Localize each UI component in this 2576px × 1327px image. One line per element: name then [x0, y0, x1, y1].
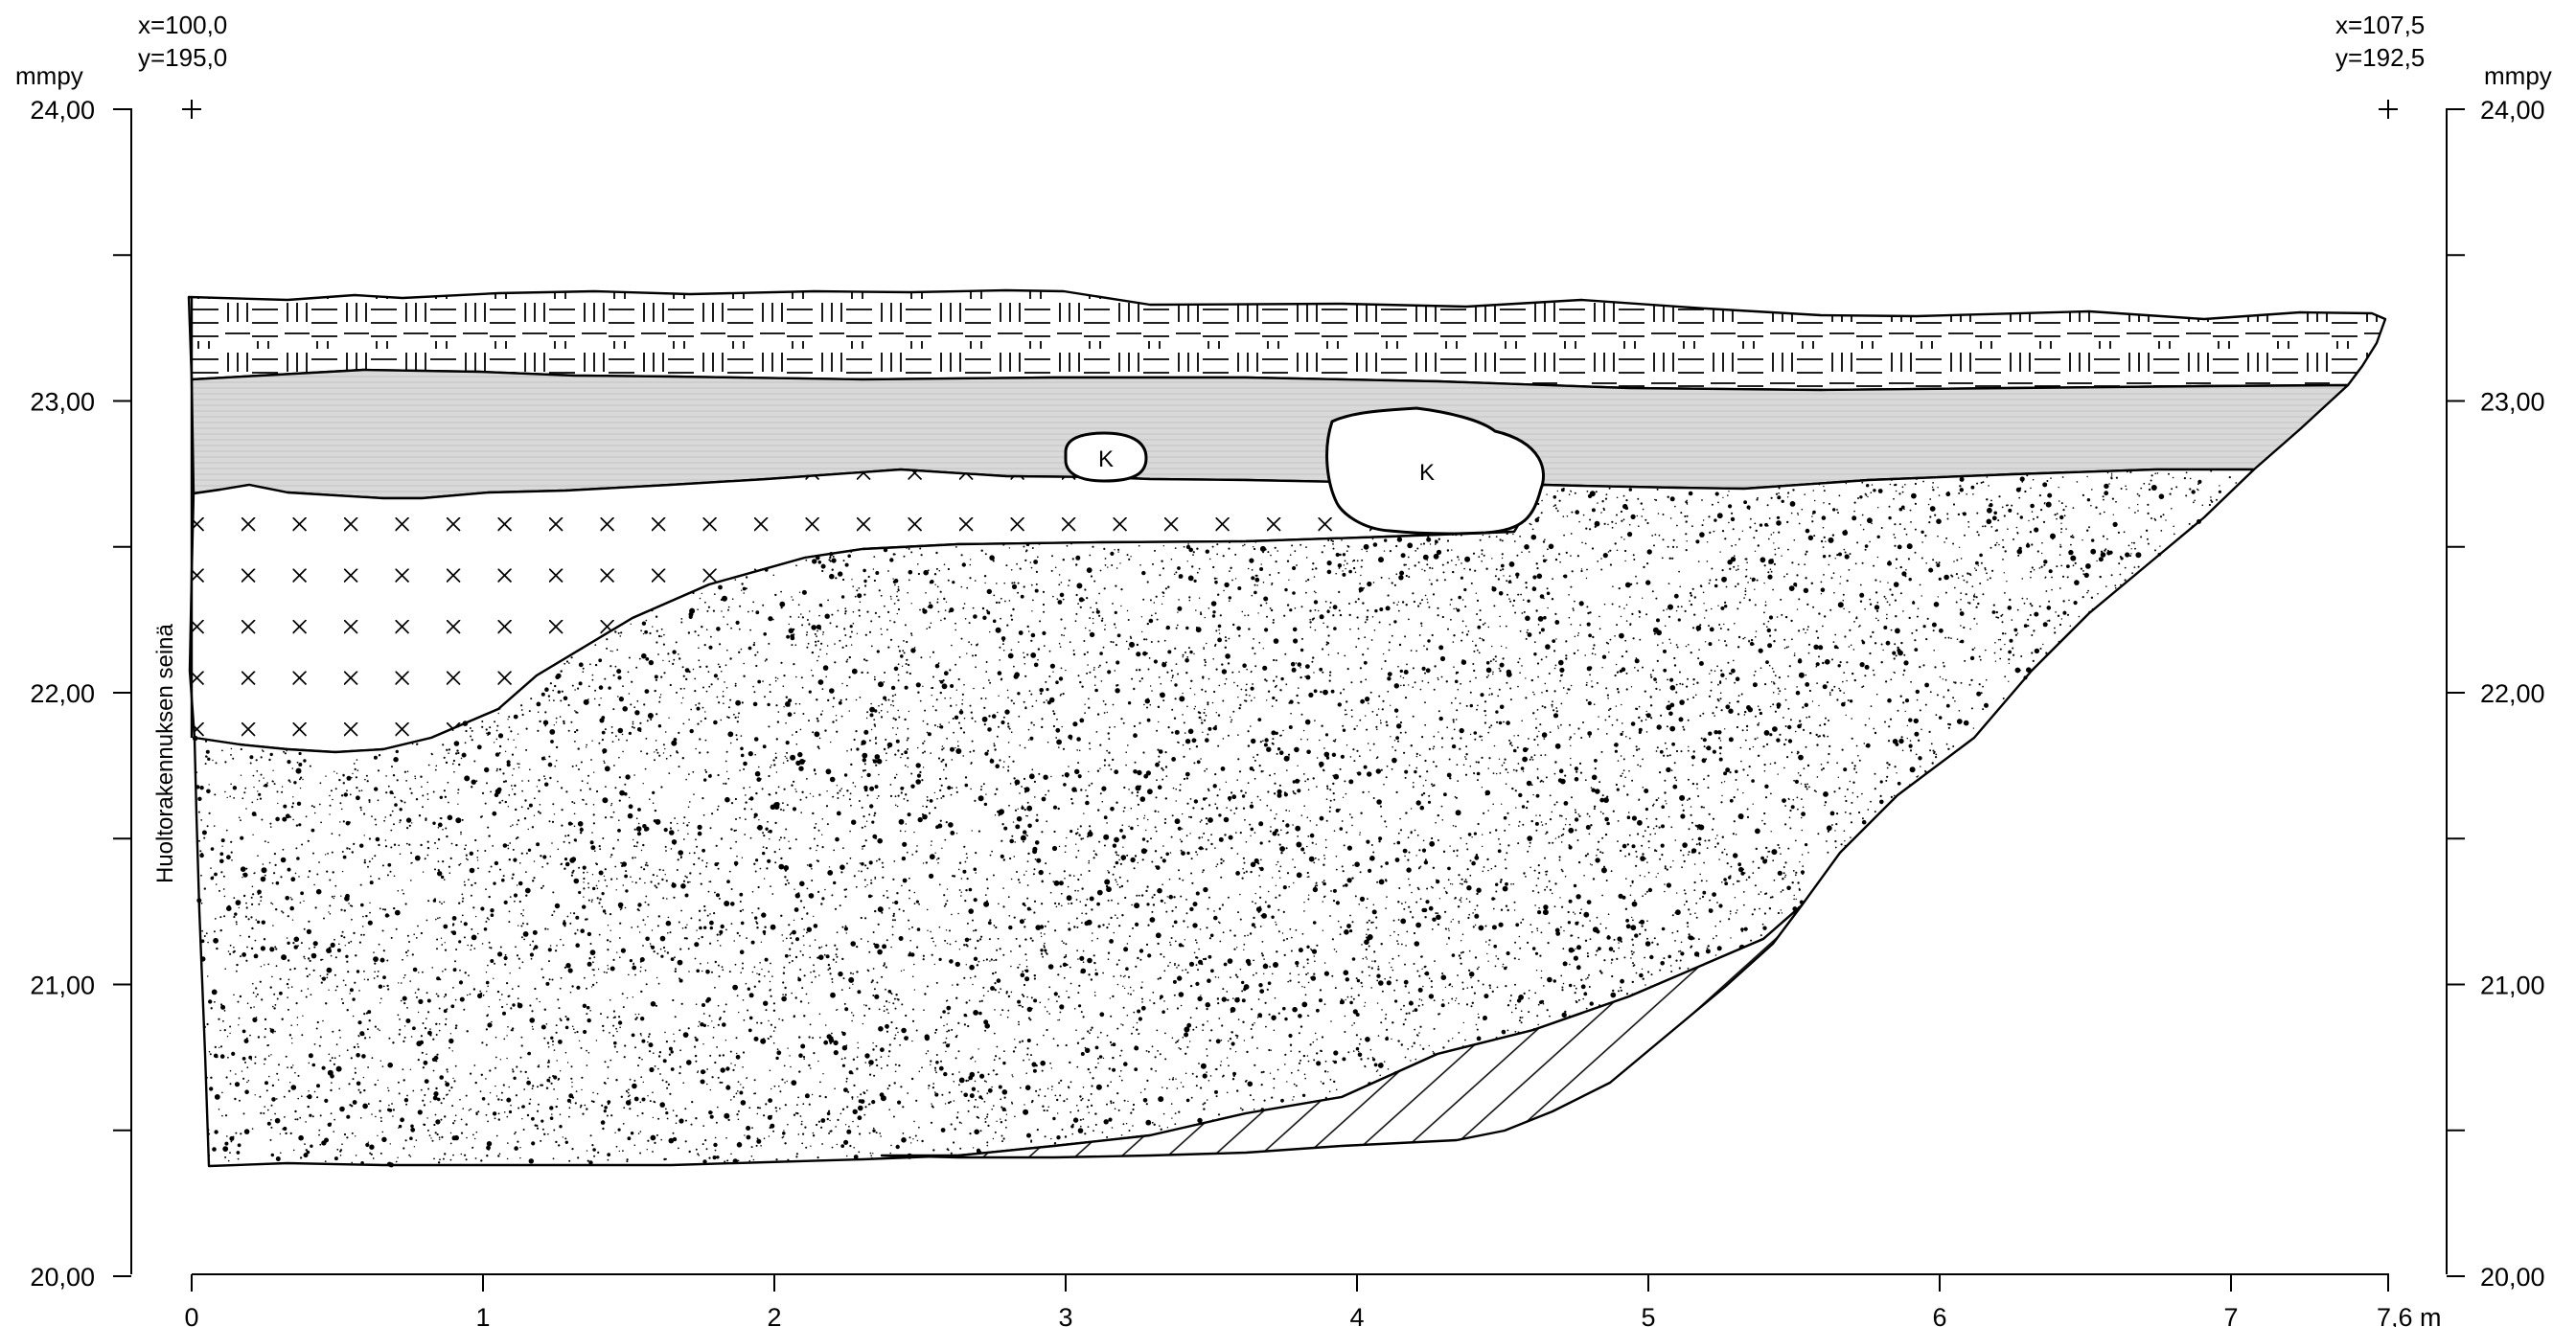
distance-label: 7 — [2223, 1303, 2238, 1327]
distance-label: 7,6 m — [2377, 1303, 2442, 1327]
elevation-label: 22,00 — [30, 679, 95, 708]
right-unit-label: mmpy — [2484, 61, 2552, 90]
left-unit-label: mmpy — [15, 61, 83, 90]
distance-label: 1 — [475, 1303, 490, 1327]
left-elevation-ticks — [113, 108, 131, 1277]
right-elevation-ticks — [2447, 108, 2465, 1277]
elevation-label: 24,00 — [30, 96, 95, 125]
distance-label: 5 — [1641, 1303, 1655, 1327]
stone-large-label: K — [1419, 460, 1435, 486]
elevation-label: 23,00 — [2480, 388, 2545, 417]
elevation-label: 22,00 — [2480, 679, 2545, 708]
elevation-label: 23,00 — [30, 388, 95, 417]
distance-label: 4 — [1349, 1303, 1364, 1327]
start-x-label: x=100,0 — [138, 11, 227, 39]
stipple-dots — [192, 469, 2238, 1168]
left-elevation-labels: 24,00 23,00 22,00 21,00 20,00 — [30, 96, 95, 1292]
distance-label: 2 — [767, 1303, 781, 1327]
bottom-wedge — [880, 904, 1804, 1159]
elevation-label: 24,00 — [2480, 96, 2545, 125]
start-point-marker — [182, 100, 201, 119]
start-y-label: y=195,0 — [138, 43, 227, 72]
elevation-label: 21,00 — [2480, 972, 2545, 1000]
end-point-marker — [2379, 100, 2398, 119]
elevation-label: 20,00 — [30, 1263, 95, 1292]
elevation-label: 21,00 — [30, 972, 95, 1000]
stone-large: K — [1325, 406, 1545, 536]
distance-label: 0 — [184, 1303, 198, 1327]
stone-small-label: K — [1098, 446, 1114, 472]
distance-label: 3 — [1058, 1303, 1072, 1327]
distance-label: 6 — [1932, 1303, 1946, 1327]
axis-frame — [130, 108, 2448, 1275]
stone-small: K — [1064, 431, 1148, 483]
distance-labels: 0 1 2 3 4 5 6 7 7,6 m — [184, 1303, 2441, 1327]
end-x-label: x=107,5 — [2335, 11, 2425, 39]
right-elevation-labels: 24,00 23,00 22,00 21,00 20,00 — [2480, 96, 2545, 1292]
end-y-label: y=192,5 — [2335, 43, 2425, 72]
distance-ticks — [191, 1274, 2389, 1292]
wall-label: Huoltorakennuksen seinä — [152, 624, 178, 883]
elevation-label: 20,00 — [2480, 1263, 2545, 1292]
